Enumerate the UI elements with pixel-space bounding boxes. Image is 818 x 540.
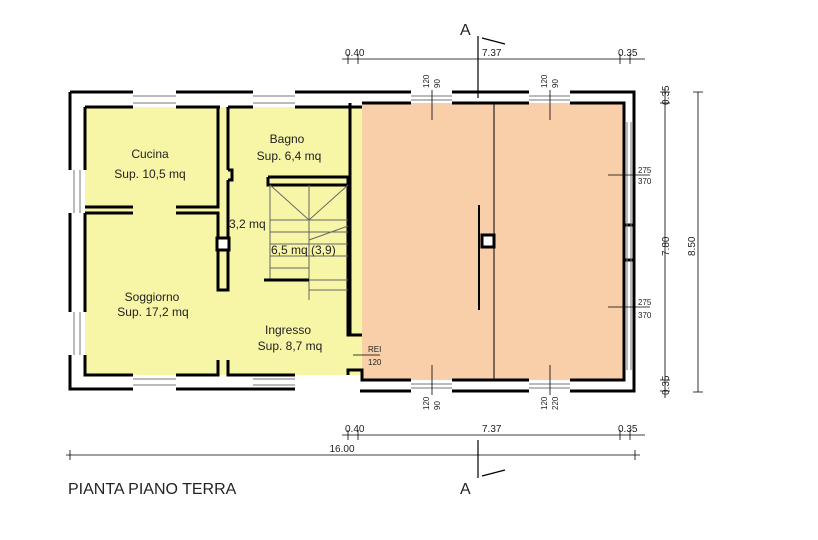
window-label: 90	[433, 401, 442, 410]
dim-right-top: 0.35	[661, 85, 672, 105]
fire-door-rei: REI	[368, 345, 381, 354]
staircase	[264, 184, 349, 300]
window-label: 120	[422, 74, 431, 88]
dim-top-middle: 7.37	[482, 48, 502, 59]
section-marker-top: A	[460, 22, 471, 39]
window-label: 275	[638, 298, 652, 307]
room-cucina-area: Sup. 10,5 mq	[114, 167, 185, 181]
room-cucina-name: Cucina	[131, 147, 169, 161]
section-line	[477, 36, 506, 478]
room-ingresso-name: Ingresso	[265, 323, 311, 337]
dim-bottom-left: 0.40	[345, 424, 365, 435]
dim-total-height: 8.50	[687, 236, 698, 256]
window-label: 220	[551, 396, 560, 410]
window-label: 120	[540, 74, 549, 88]
window-label: 370	[638, 311, 652, 320]
window-label: 90	[551, 79, 560, 88]
dim-right-bottom: 0.35	[661, 375, 672, 395]
dim-top-right: 0.35	[618, 48, 638, 59]
walls	[68, 90, 636, 393]
plan-title: PIANTA PIANO TERRA	[68, 481, 237, 498]
room-soggiorno-name: Soggiorno	[125, 290, 180, 304]
dim-bottom-middle: 7.37	[482, 424, 502, 435]
room-bagno-area: Sup. 6,4 mq	[257, 149, 322, 163]
fire-door-rating: 120	[368, 358, 382, 367]
dimension-lines	[66, 54, 703, 460]
dim-top-left: 0.40	[345, 48, 365, 59]
dim-total-width: 16.00	[329, 444, 354, 455]
window-label: 120	[422, 396, 431, 410]
room-soggiorno-area: Sup. 17,2 mq	[117, 305, 188, 319]
room-ingresso-area: Sup. 8,7 mq	[258, 339, 323, 353]
window-label: 90	[433, 79, 442, 88]
room-disimpegno-area: 3,2 mq	[229, 217, 266, 231]
dim-bottom-right: 0.35	[618, 424, 638, 435]
window-labels: 120 90 120 90 120 90 120 220 275 370 275…	[422, 74, 652, 410]
dim-right-middle: 7.80	[661, 236, 672, 256]
windows	[73, 95, 632, 389]
dimension-labels: 0.40 7.37 0.35 0.40 7.37 0.35 16.00 0.35…	[329, 48, 698, 455]
window-label: 120	[540, 396, 549, 410]
room-scala-area: 6,5 mq (3,9)	[271, 243, 336, 257]
window-label: 275	[638, 166, 652, 175]
window-label: 370	[638, 177, 652, 186]
garage-details	[353, 90, 650, 395]
room-bagno-name: Bagno	[270, 132, 305, 146]
section-marker-bottom: A	[460, 481, 471, 498]
